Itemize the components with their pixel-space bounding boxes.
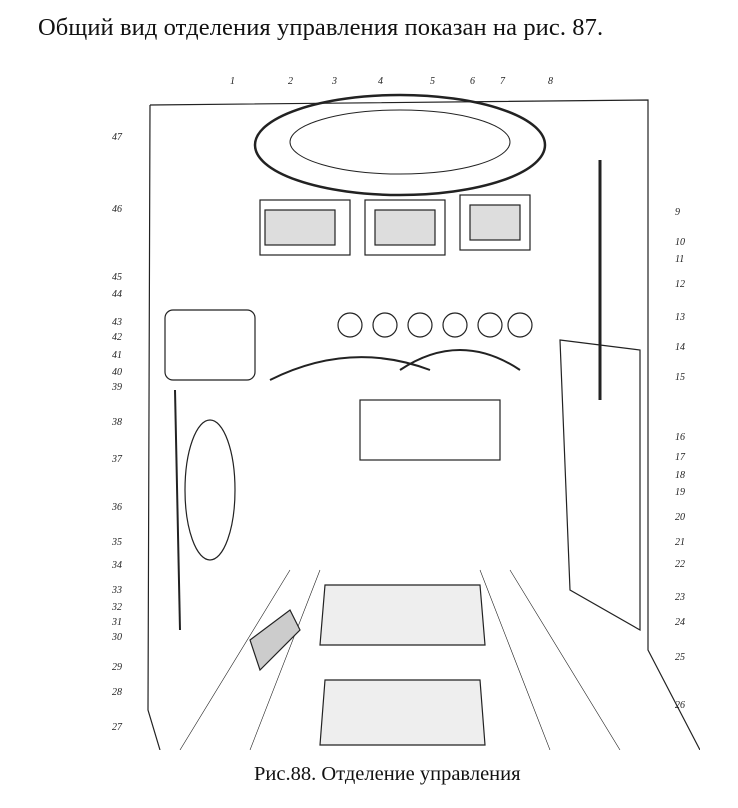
callout-label: 25 <box>675 652 685 663</box>
callout-label: 23 <box>675 592 685 603</box>
callout-label: 36 <box>111 502 122 513</box>
callout-label: 18 <box>675 470 685 481</box>
callout-label: 20 <box>675 512 685 523</box>
callout-label: 12 <box>675 279 685 290</box>
callout-label: 1 <box>230 76 235 87</box>
callout-label: 19 <box>675 487 685 498</box>
callout-label: 40 <box>112 367 122 378</box>
callout-label: 10 <box>675 237 685 248</box>
callout-label: 9 <box>675 207 680 218</box>
callout-label: 38 <box>111 417 122 428</box>
callout-label: 45 <box>112 272 122 283</box>
callout-label: 15 <box>675 372 685 383</box>
callout-label: 24 <box>675 617 685 628</box>
callout-label: 14 <box>675 342 685 353</box>
callout-label: 7 <box>500 76 506 87</box>
callout-label: 27 <box>112 722 123 733</box>
callout-label: 41 <box>112 350 122 361</box>
callout-label: 8 <box>548 76 553 87</box>
callout-label: 29 <box>112 662 122 673</box>
callout-label: 39 <box>111 382 122 393</box>
callout-label: 2 <box>288 76 293 87</box>
callout-label: 11 <box>675 254 684 265</box>
callout-label: 37 <box>111 454 123 465</box>
callout-label: 33 <box>111 585 122 596</box>
callout-label: 16 <box>675 432 685 443</box>
callout-label: 6 <box>470 76 475 87</box>
callout-label: 35 <box>111 537 122 548</box>
callout-label: 44 <box>112 289 122 300</box>
callout-label: 34 <box>111 560 122 571</box>
callout-label: 3 <box>331 76 337 87</box>
callout-label: 26 <box>675 700 685 711</box>
callout-label: 4 <box>378 76 383 87</box>
callout-label: 46 <box>112 204 122 215</box>
figure-caption: Рис.88. Отделение управления <box>254 763 521 785</box>
compartment-illustration: 47 46 45 44 43 42 41 40 39 38 37 36 35 3… <box>111 76 700 750</box>
callout-label: 22 <box>675 559 685 570</box>
callout-label: 13 <box>675 312 685 323</box>
page-heading: Общий вид отделения управления показан н… <box>38 14 604 41</box>
callout-label: 30 <box>111 632 122 643</box>
callout-label: 31 <box>111 617 122 628</box>
callout-label: 21 <box>675 537 685 548</box>
callout-numbers: 47 46 45 44 43 42 41 40 39 38 37 36 35 3… <box>111 76 686 733</box>
callout-label: 32 <box>111 602 122 613</box>
callout-label: 47 <box>112 132 123 143</box>
callout-label: 42 <box>112 332 122 343</box>
callout-label: 5 <box>430 76 435 87</box>
callout-label: 43 <box>112 317 122 328</box>
callout-label: 28 <box>112 687 122 698</box>
callout-label: 17 <box>675 452 686 463</box>
